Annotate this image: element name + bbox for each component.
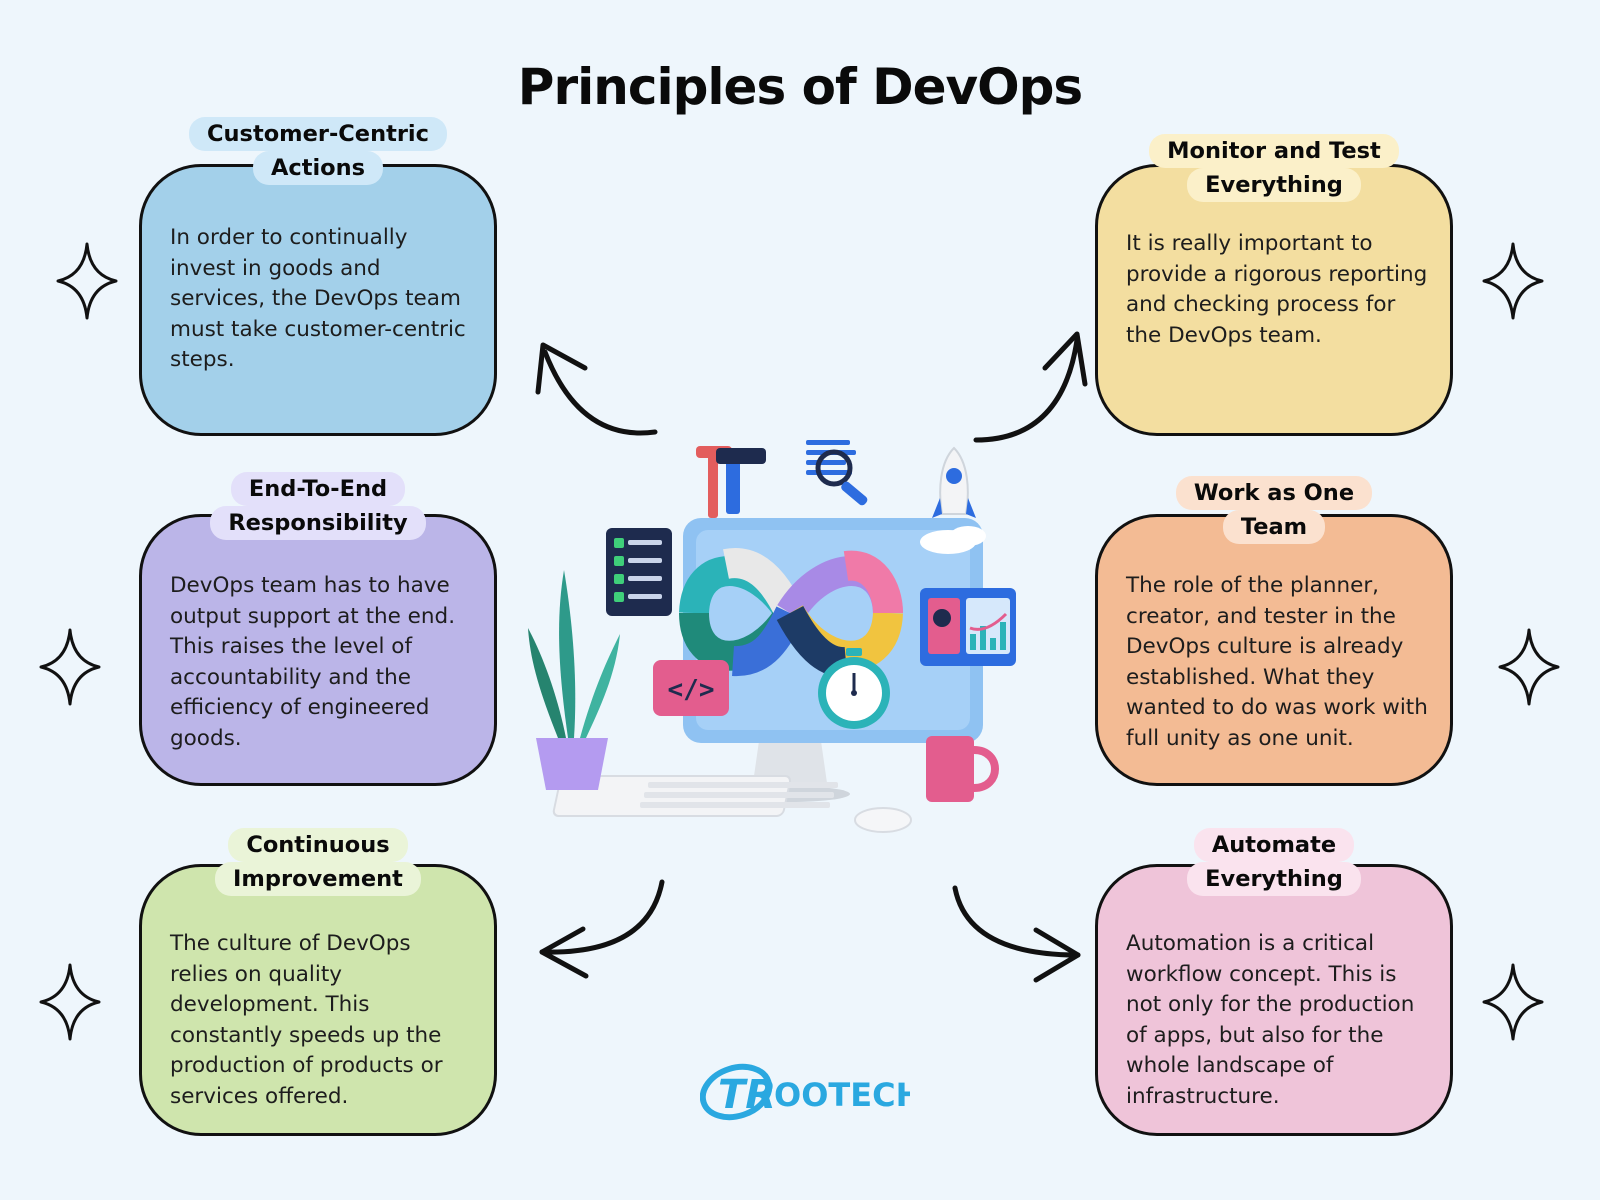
- sparkle-icon: [39, 628, 101, 706]
- card-text: The culture of DevOps relies on quality …: [170, 931, 443, 1109]
- card-text: Automation is a critical workflow concep…: [1126, 931, 1415, 1109]
- card-title-line: Automate: [1193, 828, 1355, 862]
- card-automate: Automation is a critical workflow concep…: [1095, 864, 1453, 1136]
- card-title-one-team: Work as One Team: [1095, 476, 1453, 544]
- sparkle-icon: [1482, 242, 1544, 320]
- card-title-line: End-To-End: [230, 472, 406, 506]
- card-title-automate: Automate Everything: [1095, 828, 1453, 896]
- page-title: Principles of DevOps: [517, 58, 1083, 116]
- card-customer-centric: In order to continually invest in goods …: [139, 164, 497, 436]
- card-title-line: Improvement: [215, 862, 421, 896]
- sparkle-icon: [39, 963, 101, 1041]
- sparkle-icon: [1482, 963, 1544, 1041]
- card-title-line: Team: [1222, 510, 1326, 544]
- card-title-line: Responsibility: [210, 506, 426, 540]
- sparkle-icon: [56, 242, 118, 320]
- svg-text:</>: </>: [668, 675, 715, 705]
- card-text: It is really important to provide a rigo…: [1126, 231, 1428, 348]
- logo-prefix: TR: [718, 1072, 776, 1118]
- card-title-end-to-end: End-To-End Responsibility: [139, 472, 497, 540]
- card-title-line: Work as One: [1175, 476, 1373, 510]
- trootech-logo: TR OOTECH: [699, 1060, 922, 1124]
- card-text: The role of the planner, creator, and te…: [1126, 573, 1428, 751]
- card-title-line: Monitor and Test: [1149, 134, 1399, 168]
- card-monitor-test: It is really important to provide a rigo…: [1095, 164, 1453, 436]
- logo-suffix: OOTECH: [774, 1076, 910, 1114]
- sparkle-icon: [1498, 628, 1560, 706]
- card-text: DevOps team has to have output support a…: [170, 573, 456, 751]
- card-title-line: Everything: [1187, 168, 1361, 202]
- card-end-to-end: DevOps team has to have output support a…: [139, 514, 497, 786]
- card-text: In order to continually invest in goods …: [170, 225, 466, 372]
- devops-workstation-illustration: </>: [528, 440, 1016, 833]
- card-title-customer-centric: Customer-Centric Actions: [139, 117, 497, 185]
- card-title-line: Customer-Centric: [189, 117, 447, 151]
- card-continuous-improvement: The culture of DevOps relies on quality …: [139, 864, 497, 1136]
- card-title-line: Continuous: [228, 828, 408, 862]
- card-title-line: Actions: [252, 151, 384, 185]
- card-title-continuous-improvement: Continuous Improvement: [139, 828, 497, 896]
- card-title-line: Everything: [1187, 862, 1361, 896]
- card-title-monitor-test: Monitor and Test Everything: [1095, 134, 1453, 202]
- card-one-team: The role of the planner, creator, and te…: [1095, 514, 1453, 786]
